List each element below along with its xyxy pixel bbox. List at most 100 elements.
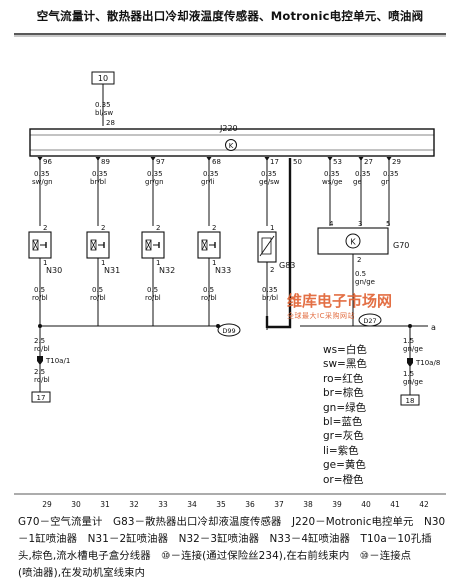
track-29: 29	[42, 500, 52, 509]
svg-text:gn/ge: gn/ge	[403, 378, 423, 386]
svg-text:1: 1	[43, 259, 47, 267]
ecu-j220-label: J220	[219, 124, 238, 133]
svg-text:68: 68	[212, 158, 221, 166]
svg-text:97: 97	[156, 158, 165, 166]
track-34: 34	[187, 500, 197, 509]
caption-line-4: (喷油器),在发动机室线束内	[18, 567, 146, 579]
legend-item: ro=红色	[323, 372, 364, 385]
track-41: 41	[390, 500, 400, 509]
legend-item: or=橙色	[323, 473, 364, 486]
svg-text:4: 4	[329, 220, 334, 228]
svg-text:N33: N33	[215, 266, 231, 275]
svg-text:1: 1	[156, 259, 160, 267]
track-35: 35	[216, 500, 226, 509]
svg-text:2: 2	[357, 256, 361, 264]
ecu-k-symbol	[225, 139, 237, 151]
svg-text:ro/bl: ro/bl	[34, 345, 50, 353]
svg-text:gn: gn	[381, 178, 390, 186]
svg-text:0.5: 0.5	[355, 270, 366, 278]
svg-text:N30: N30	[46, 266, 62, 275]
svg-text:a: a	[431, 323, 436, 332]
left-branch: 2.5 ro/bl T10a/1 2.5 ro/bl 17	[31, 324, 70, 403]
svg-text:2: 2	[270, 266, 274, 274]
legend-item: br=棕色	[323, 387, 364, 400]
svg-text:27: 27	[364, 158, 373, 166]
svg-text:gn/ge: gn/ge	[355, 278, 375, 286]
legend-item: gn=绿色	[323, 401, 367, 414]
svg-text:T10a/1: T10a/1	[45, 357, 70, 365]
caption-line-3: 头,棕色,流水槽电子盒分线器 ⑩－连接(通过保险丝234),在右前线束内 ⑩－连…	[18, 550, 412, 562]
svg-text:br/bl: br/bl	[90, 178, 106, 186]
svg-text:gn/ge: gn/ge	[403, 345, 423, 353]
ref-box-18	[400, 394, 420, 406]
svg-text:17: 17	[270, 158, 279, 166]
svg-text:0.35: 0.35	[147, 170, 163, 178]
svg-text:1: 1	[212, 259, 216, 267]
svg-text:0.35: 0.35	[355, 170, 371, 178]
legend-item: ge=黄色	[323, 459, 366, 472]
legend-item: gr=灰色	[323, 430, 364, 443]
svg-text:0.5: 0.5	[147, 286, 158, 294]
injector-group: 21N300.5ro/bl21N310.5ro/bl21N320.5ro/bl2…	[28, 224, 231, 326]
svg-text:0.35: 0.35	[262, 286, 278, 294]
svg-text:br/bl: br/bl	[262, 294, 278, 302]
track-40: 40	[361, 500, 371, 509]
connector-d27	[358, 313, 382, 327]
circuit-diagram: 10 0.35 bl/sw 28 J220 K 960.35sw/gn890.3…	[14, 33, 446, 509]
svg-text:0.35: 0.35	[92, 170, 108, 178]
svg-text:0.35: 0.35	[383, 170, 399, 178]
ref-box-17	[31, 391, 51, 403]
track-32: 32	[129, 500, 139, 509]
bus-pin-50: 50	[293, 158, 302, 166]
ecu-j220-bar	[29, 128, 435, 157]
svg-text:5: 5	[386, 220, 390, 228]
svg-text:2: 2	[43, 224, 47, 232]
svg-text:ro/bl: ro/bl	[201, 294, 217, 302]
svg-text:50: 50	[293, 158, 302, 166]
svg-text:ro/bl: ro/bl	[90, 294, 106, 302]
svg-text:0.5: 0.5	[92, 286, 103, 294]
right-branch: 1.5 gn/ge T10a/8 1.5 gn/ge 18	[400, 326, 440, 406]
svg-text:T10a/8: T10a/8	[415, 359, 440, 367]
svg-text:0.5: 0.5	[203, 286, 214, 294]
track-38: 38	[303, 500, 313, 509]
legend-item: ws=白色	[323, 344, 367, 356]
svg-text:D99: D99	[222, 327, 235, 335]
track-37: 37	[274, 500, 284, 509]
sensor-g83-label: G83	[279, 261, 295, 270]
svg-text:89: 89	[101, 158, 110, 166]
caption-line-1: G70－空气流量计 G83－散热器出口冷却液温度传感器 J220－Motroni…	[18, 516, 446, 528]
svg-text:gr/gn: gr/gn	[145, 178, 164, 186]
svg-text:1.5: 1.5	[403, 370, 414, 378]
meter-g70-label: G70	[393, 241, 409, 250]
bus-wires: 960.35sw/gn890.35br/bl970.35gr/gn680.35g…	[32, 157, 401, 226]
svg-text:1: 1	[101, 259, 105, 267]
diagram-caption: G70－空气流量计 G83－散热器出口冷却液温度传感器 J220－Motroni…	[18, 514, 448, 582]
svg-text:ro/bl: ro/bl	[32, 294, 48, 302]
svg-text:N31: N31	[104, 266, 120, 275]
fuse-box-10-label: 10	[98, 74, 108, 83]
sensor-g83: 1 2 G83 0.35 br/bl	[257, 224, 295, 302]
svg-text:3: 3	[358, 220, 362, 228]
svg-text:53: 53	[333, 158, 342, 166]
svg-text:0.35: 0.35	[261, 170, 277, 178]
meter-g70: K 4 3 5 G70 2 0.5 gn/ge	[317, 220, 409, 286]
svg-text:ro/bl: ro/bl	[34, 376, 50, 384]
svg-text:sw/gn: sw/gn	[32, 178, 53, 186]
svg-text:96: 96	[43, 158, 52, 166]
svg-text:17: 17	[37, 394, 46, 402]
legend-item: sw=黑色	[323, 358, 367, 371]
